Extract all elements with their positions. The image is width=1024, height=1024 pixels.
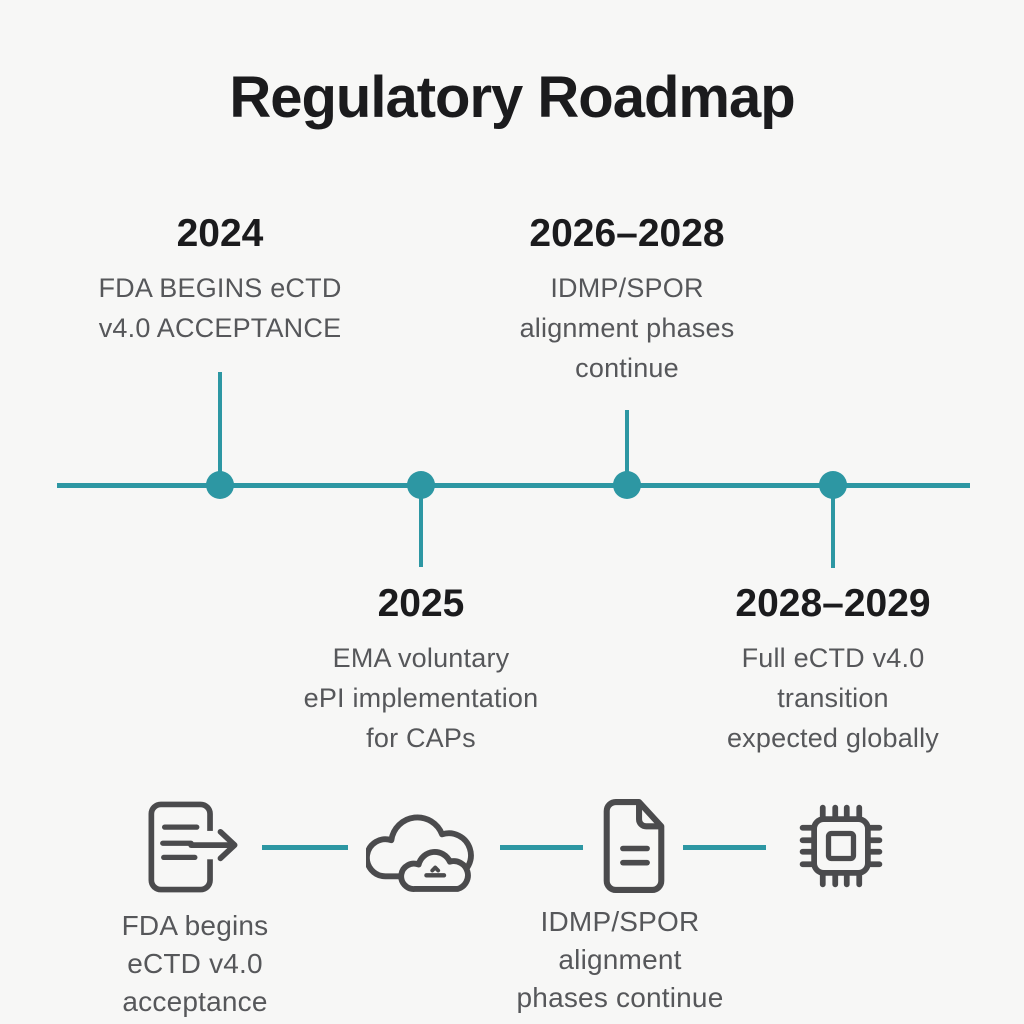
- chip-icon: [792, 798, 890, 894]
- milestone-year: 2024: [176, 212, 264, 255]
- flow-connector: [683, 845, 766, 850]
- milestone-description: Full eCTD v4.0 transition expected globa…: [726, 643, 940, 753]
- flow-connector: [262, 845, 348, 850]
- timeline-dot-2028-2029: [819, 471, 847, 499]
- flow-step-label-idmp: IDMP/SPOR alignment phases continue: [516, 906, 724, 1013]
- timeline-stem-2026-2028: [625, 410, 629, 485]
- timeline-dot-2026-2028: [613, 471, 641, 499]
- milestone-description: FDA BEGINS eCTD v4.0 ACCEPTANCE: [98, 273, 342, 343]
- timeline-stem-2024: [218, 372, 222, 485]
- milestone-2024: 2024 FDA BEGINS eCTD v4.0 ACCEPTANCE: [40, 212, 400, 348]
- milestone-year: 2026–2028: [529, 212, 725, 255]
- timeline-stem-2025: [419, 487, 423, 567]
- timeline-dot-2024: [206, 471, 234, 499]
- flow-step-label-fda: FDA begins eCTD v4.0 acceptance: [121, 910, 269, 1017]
- timeline-dot-2025: [407, 471, 435, 499]
- flow-connector: [500, 845, 583, 850]
- milestone-2028-2029: 2028–2029 Full eCTD v4.0 transition expe…: [633, 582, 1024, 758]
- document-icon: [598, 798, 670, 894]
- timeline-line: [57, 483, 970, 488]
- cloud-icon: [366, 804, 483, 894]
- page-title: Regulatory Roadmap: [229, 65, 795, 130]
- milestone-description: EMA voluntary ePI implementation for CAP…: [303, 643, 539, 753]
- milestone-2026-2028: 2026–2028 IDMP/SPOR alignment phases con…: [447, 212, 807, 388]
- milestone-year: 2025: [377, 582, 465, 625]
- timeline-stem-2028-2029: [831, 487, 835, 568]
- milestone-year: 2028–2029: [735, 582, 931, 625]
- milestone-description: IDMP/SPOR alignment phases continue: [519, 273, 735, 383]
- milestone-2025: 2025 EMA voluntary ePI implementation fo…: [241, 582, 601, 758]
- document-export-icon: [140, 798, 246, 896]
